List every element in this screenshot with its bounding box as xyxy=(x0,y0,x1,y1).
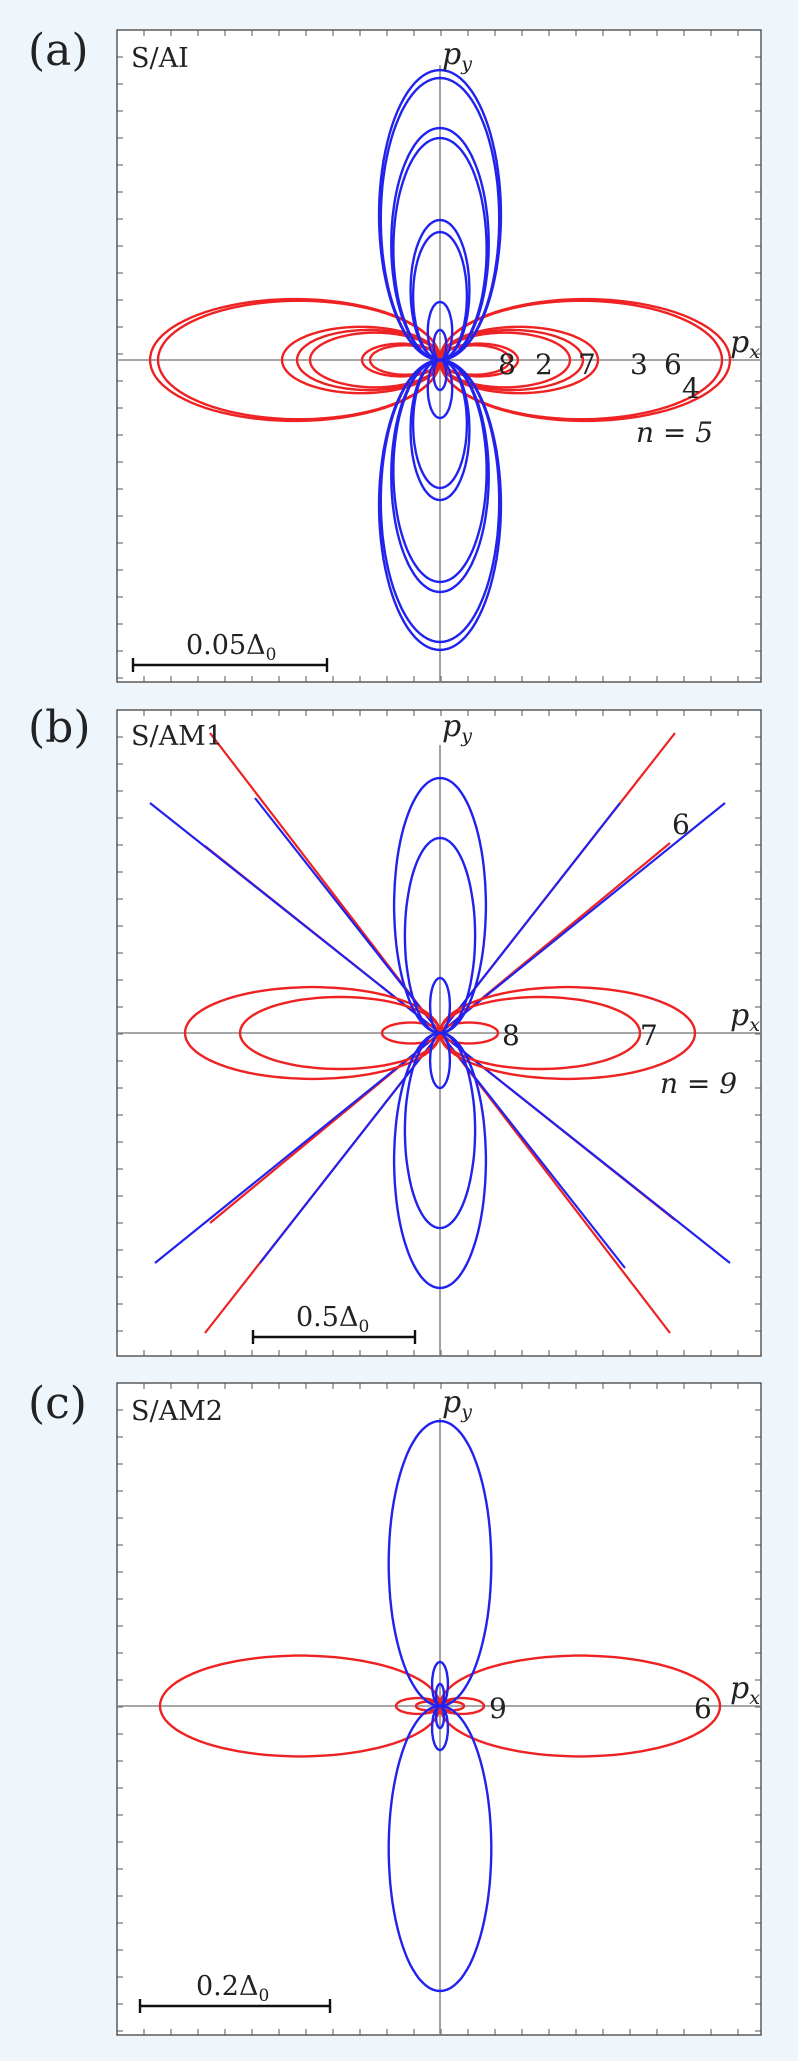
panel-a-py-label: py xyxy=(442,37,472,75)
panel-b: (b) S/AM1 py px 6 8 7 n = 9 0.5Δ0 xyxy=(28,702,762,1357)
panel-a-label-3: 3 xyxy=(630,348,648,381)
panel-b-blue-lobe xyxy=(428,976,452,1035)
panel-a-blue-lobe xyxy=(426,300,454,362)
panel-a-blue-lobe xyxy=(377,68,503,362)
panel-c-red-lobe xyxy=(158,1654,442,1758)
panel-a-curves xyxy=(148,68,732,652)
panel-a-blue-lobe xyxy=(409,218,471,362)
panel-c-red-lobe xyxy=(438,1696,486,1716)
panel-b-title: S/AM1 xyxy=(131,721,223,752)
panel-b-blue-lobe xyxy=(392,1031,488,1290)
panel-a-red-lobe xyxy=(438,325,600,395)
panel-a-label-8: 8 xyxy=(498,348,516,381)
panel-a-scale-label: 0.05Δ0 xyxy=(186,630,276,665)
panel-a-label-7: 7 xyxy=(578,348,596,381)
panel-a-blue-lobe xyxy=(390,358,490,594)
panel-c-px-label: px xyxy=(730,1671,760,1709)
panel-a-label-4: 4 xyxy=(682,372,700,405)
panel-a-red-lobe xyxy=(438,297,732,423)
panel-c-label-9: 9 xyxy=(489,1692,507,1725)
panel-c-red-lobe xyxy=(394,1696,442,1716)
panel-c-curves xyxy=(158,1419,722,1993)
panel-a-blue-lobe xyxy=(377,358,503,652)
panel-a-label-2: 2 xyxy=(535,348,553,381)
panel-a-blue-lobe xyxy=(411,230,469,362)
panel-c: (c) S/AM2 py px 9 6 0.2Δ0 xyxy=(28,1378,762,2036)
panel-c-blue-lobe xyxy=(387,1419,493,1708)
panel-a-letter: (a) xyxy=(28,25,89,76)
panel-a-red-lobe xyxy=(360,342,442,378)
panel-b-blue-lobe xyxy=(403,1031,477,1230)
panel-c-py-label: py xyxy=(442,1385,472,1423)
panel-a-red-lobe xyxy=(438,342,520,378)
panel-b-red-lobe xyxy=(183,985,442,1081)
panel-c-blue-lobe xyxy=(430,1660,450,1708)
panel-c-blue-lobe xyxy=(434,1704,446,1730)
panel-a-title: S/AI xyxy=(131,43,189,74)
panel-c-blue-lobe xyxy=(430,1704,450,1752)
panel-b-scale-label: 0.5Δ0 xyxy=(296,1302,369,1337)
panel-a-red-lobe xyxy=(148,297,442,423)
panel-b-label-8: 8 xyxy=(502,1019,520,1052)
panel-c-ticks xyxy=(117,1383,761,2035)
panel-c-blue-lobe xyxy=(387,1704,493,1993)
panel-a-blue-lobe xyxy=(409,358,471,502)
panel-a-blue-lobe xyxy=(426,358,454,420)
panel-a-px-label: px xyxy=(730,325,760,363)
panel-a-blue-lobe xyxy=(390,126,490,362)
panel-c-red-lobe xyxy=(438,1654,722,1758)
panel-b-px-label: px xyxy=(730,998,760,1036)
panel-c-label-6: 6 xyxy=(694,1692,712,1725)
panel-a-ticks xyxy=(117,30,761,682)
panel-b-label-6: 6 xyxy=(672,808,690,841)
panel-b-blue-lobe xyxy=(428,1031,452,1090)
panel-a: (a) S/AI py px 8 2 7 3 6 4 n = 5 0.05Δ0 xyxy=(28,25,762,683)
panel-c-blue-lobe xyxy=(434,1682,446,1708)
panel-a-blue-lobe xyxy=(432,328,448,362)
panel-c-red-lobe xyxy=(438,1700,466,1712)
panel-b-label-n9: n = 9 xyxy=(660,1067,737,1100)
panel-a-blue-lobe xyxy=(432,358,448,392)
panel-b-red-lobe xyxy=(438,995,642,1071)
panel-b-ticks xyxy=(117,710,761,1356)
panel-b-curves xyxy=(149,732,731,1334)
panel-c-title: S/AM2 xyxy=(131,1396,223,1427)
panel-b-red-lobe xyxy=(438,985,697,1081)
panel-a-red-lobe xyxy=(280,325,442,395)
panel-b-red-lobe xyxy=(238,995,442,1071)
panel-a-label-6: 6 xyxy=(664,348,682,381)
panel-c-scale-label: 0.2Δ0 xyxy=(196,1971,269,2006)
panel-a-blue-lobe xyxy=(411,358,469,490)
panel-b-blue-lobe xyxy=(392,776,488,1035)
panel-c-red-lobe xyxy=(414,1700,442,1712)
panel-c-letter: (c) xyxy=(28,1378,87,1429)
panel-b-letter: (b) xyxy=(28,702,91,753)
panel-b-blue-lobe xyxy=(403,836,477,1035)
panel-b-label-7: 7 xyxy=(640,1019,658,1052)
panel-a-label-n5: n = 5 xyxy=(636,416,713,449)
panel-b-py-label: py xyxy=(442,709,472,747)
